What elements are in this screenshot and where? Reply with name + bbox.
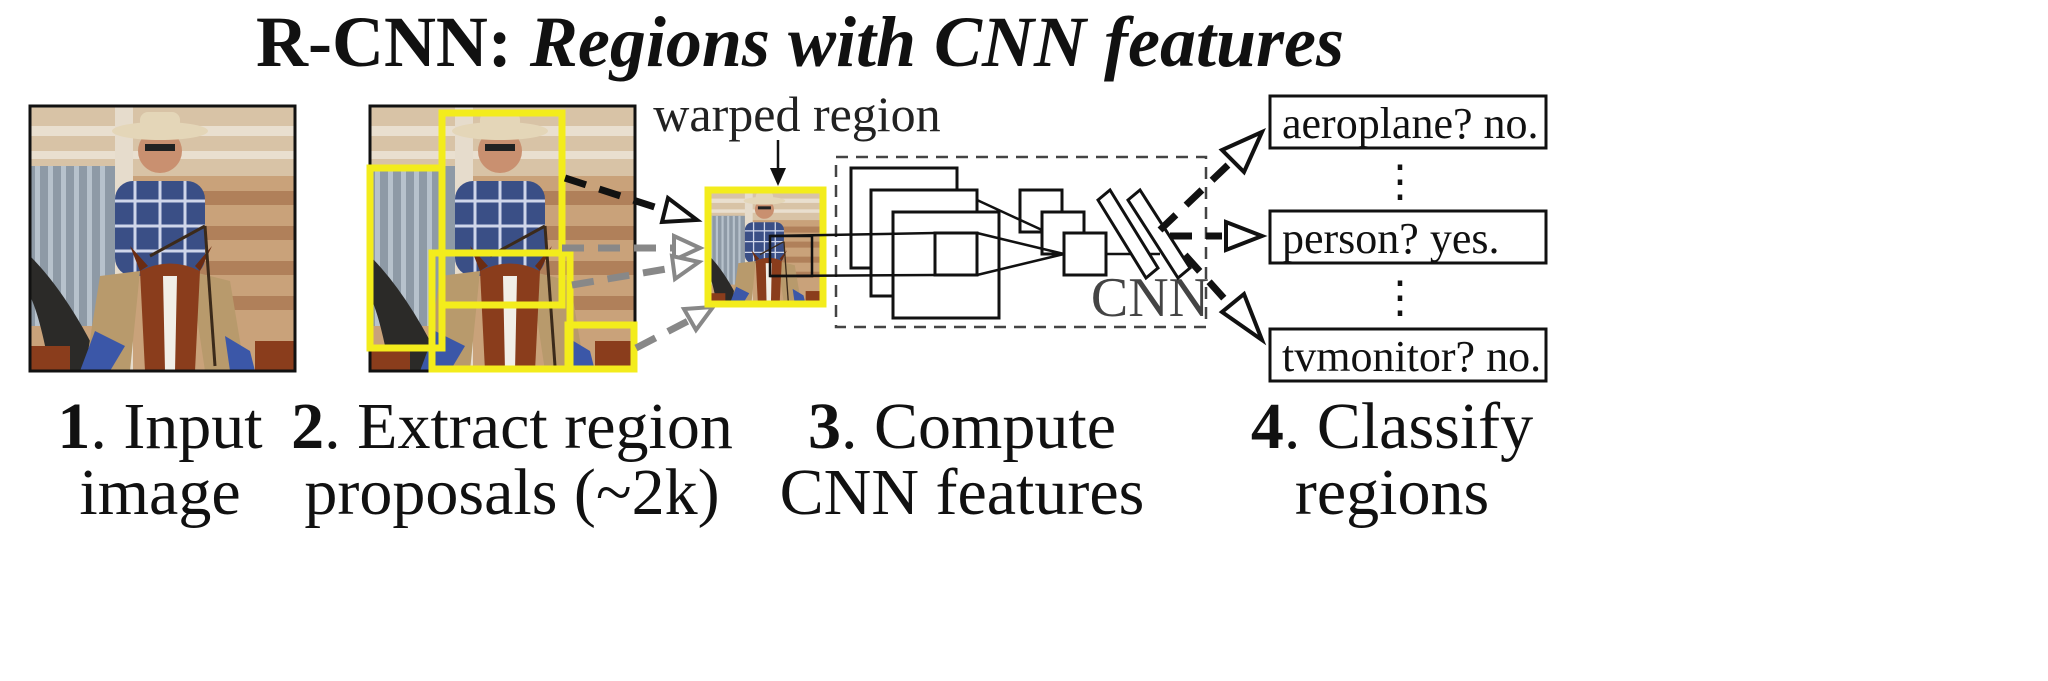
arrowhead-left xyxy=(672,232,705,264)
step-4-line-1: 4. Classify xyxy=(1251,390,1533,463)
warped-region-pointer-head xyxy=(770,168,786,186)
class-box-tvmonitor xyxy=(1268,327,1548,383)
cnn-layers xyxy=(768,166,1192,320)
arrow-class-tvmonitor xyxy=(1182,252,1233,308)
input-image xyxy=(28,104,297,373)
class-ellipsis-1: ⋮ xyxy=(1378,157,1422,206)
warped-region-image xyxy=(708,190,824,304)
proposal-box-small xyxy=(564,321,638,373)
cnn-filter-1 xyxy=(933,231,979,277)
proposal-box-left xyxy=(366,164,446,352)
class-tvmonitor: tvmonitor? no. xyxy=(1282,332,1541,381)
cnn-connection-4 xyxy=(976,252,1065,277)
arrow-proposal-person xyxy=(563,174,672,216)
arrowhead-person xyxy=(659,194,703,225)
class-box-aeroplane xyxy=(1268,94,1548,150)
step-2-line-2: proposals (~2k) xyxy=(304,456,719,529)
arrow-proposal-small xyxy=(634,316,692,352)
step-3-line-1: 3. Compute xyxy=(808,390,1116,463)
cnn-fc-1 xyxy=(1096,187,1160,281)
arrowhead-tvmonitor xyxy=(1218,290,1267,346)
arrow-proposal-horse xyxy=(571,264,673,289)
step-4-line-2: regions xyxy=(1295,456,1489,529)
cnn-container xyxy=(834,155,1208,329)
proposals-image xyxy=(368,104,637,373)
diagram-title: R-CNN: Regions with CNN features xyxy=(256,2,1344,82)
warped-receptive-field xyxy=(768,234,814,278)
class-aeroplane: aeroplane? no. xyxy=(1282,99,1539,148)
cnn-connection-3 xyxy=(976,231,1065,256)
step-1-line-1: 1. Input xyxy=(57,390,262,463)
arrowhead-horse xyxy=(669,253,704,283)
cnn-fc-2 xyxy=(1126,187,1192,281)
step-2-line-1: 2. Extract region xyxy=(291,390,733,463)
class-person: person? yes. xyxy=(1282,214,1500,263)
step-1-line-2: image xyxy=(79,456,240,529)
cnn-label: CNN xyxy=(1091,267,1209,329)
warped-region-label: warped region xyxy=(653,86,940,142)
arrow-class-aeroplane xyxy=(1157,162,1231,233)
class-ellipsis-2: ⋮ xyxy=(1378,273,1422,322)
arrowhead-person-class xyxy=(1224,219,1268,253)
class-box-person xyxy=(1268,209,1548,265)
cnn-layer-6 xyxy=(1062,231,1108,277)
cnn-connection-5 xyxy=(976,198,1043,232)
warped-region-frame xyxy=(704,186,827,308)
arrowhead-small xyxy=(680,304,718,334)
arrowhead-aeroplane xyxy=(1218,128,1266,176)
step-3-line-2: CNN features xyxy=(780,456,1145,529)
proposal-box-horse xyxy=(428,249,574,373)
